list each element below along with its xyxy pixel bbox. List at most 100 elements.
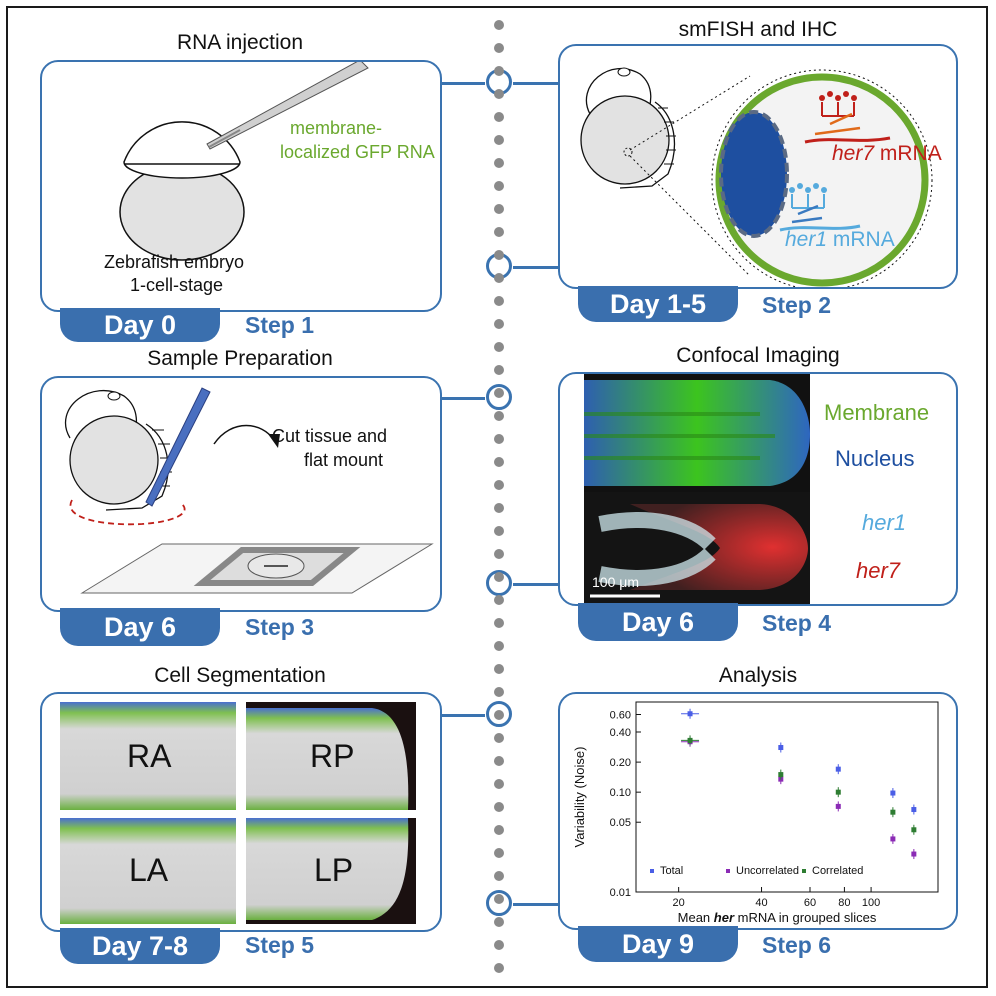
step4-title: Confocal Imaging: [676, 344, 840, 367]
timeline-dot: [494, 963, 504, 973]
data-point-correlated: [835, 789, 841, 795]
rna-injection-illustration: [119, 62, 369, 261]
timeline-dot: [494, 687, 504, 697]
timeline-dot: [494, 20, 504, 30]
y-tick-label: 0.40: [610, 727, 631, 739]
smfish-illustration: [580, 67, 933, 287]
timeline-dot: [494, 365, 504, 375]
step2-label: Step 2: [762, 292, 832, 318]
timeline-dot: [494, 388, 504, 398]
quadrant-rp: RP: [310, 738, 355, 774]
timeline-dot: [494, 526, 504, 536]
y-tick-label: 0.10: [610, 787, 631, 799]
x-tick-label: 20: [673, 897, 685, 909]
timeline-dot: [494, 89, 504, 99]
timeline-dot: [494, 112, 504, 122]
step2-title: smFISH and IHC: [678, 18, 838, 41]
x-axis-label: Mean her mRNA in grouped slices: [678, 910, 877, 925]
membrane-label: Membrane: [824, 400, 930, 425]
quadrant-la: LA: [129, 852, 169, 888]
her1-label: her1: [862, 510, 907, 535]
timeline-dot: [494, 342, 504, 352]
legend-label-uncorrelated: Uncorrelated: [736, 865, 799, 877]
y-axis-label: Variability (Noise): [572, 747, 587, 848]
y-tick-label: 0.20: [610, 757, 631, 769]
connector-step2-bottom: [513, 266, 558, 269]
timeline-dot: [494, 779, 504, 789]
timeline-dot: [494, 825, 504, 835]
step1-title: RNA injection: [176, 31, 304, 54]
data-point-uncorrelated: [890, 836, 896, 842]
connector-step3: [440, 397, 485, 400]
data-point-total: [778, 745, 784, 751]
step1-label: Step 1: [245, 312, 315, 338]
segmentation-image: [60, 702, 416, 924]
x-tick-label: 80: [838, 897, 850, 909]
timeline-dot: [494, 319, 504, 329]
timeline-dot: [494, 411, 504, 421]
step4-label: Step 4: [762, 610, 832, 636]
data-point-total: [911, 807, 917, 813]
timeline-dot: [494, 480, 504, 490]
step5-title: Cell Segmentation: [154, 664, 326, 687]
timeline-dot: [494, 273, 504, 283]
timeline-dot: [494, 710, 504, 720]
y-tick-label: 0.05: [610, 817, 631, 829]
quadrant-ra: RA: [127, 738, 172, 774]
timeline-dot: [494, 434, 504, 444]
timeline-dot: [494, 66, 504, 76]
data-point-correlated: [778, 772, 784, 778]
connector-step2-top: [513, 82, 558, 85]
data-point-uncorrelated: [911, 851, 917, 857]
timeline-dot: [494, 917, 504, 927]
connector-step5: [440, 714, 485, 717]
rna-label-line1: membrane-: [290, 118, 383, 138]
timeline-dot: [494, 457, 504, 467]
timeline-dot: [494, 848, 504, 858]
timeline-dot: [494, 756, 504, 766]
data-point-correlated: [890, 809, 896, 815]
timeline-dot: [494, 549, 504, 559]
legend-label-correlated: Correlated: [812, 865, 863, 877]
nucleus-label: Nucleus: [835, 446, 915, 471]
confocal-image: [584, 374, 810, 604]
timeline-dot: [494, 802, 504, 812]
timeline-dot: [494, 664, 504, 674]
scale-bar-label: 100 μm: [592, 574, 639, 590]
timeline-dot: [494, 940, 504, 950]
connector-step1: [440, 82, 485, 85]
timeline-dot: [494, 618, 504, 628]
data-point-total: [890, 790, 896, 796]
legend-marker-total: [650, 869, 654, 873]
timeline-dot: [494, 250, 504, 260]
step3-title: Sample Preparation: [147, 347, 333, 370]
step3-label: Step 3: [245, 614, 315, 640]
quadrant-lp: LP: [314, 852, 354, 888]
timeline-dot: [494, 503, 504, 513]
her1-mrna-label: her1 mRNA: [785, 228, 895, 251]
connector-step4: [513, 583, 558, 586]
step1-panel: membrane- localized GFP RNA Zebrafish em…: [40, 60, 442, 312]
timeline-dot: [494, 572, 504, 582]
rna-label-line2: localized GFP RNA: [280, 142, 435, 162]
y-tick-label: 0.01: [610, 887, 631, 899]
timeline-dot: [494, 181, 504, 191]
timeline-dot: [494, 204, 504, 214]
timeline-dot: [494, 135, 504, 145]
step5-panel: RA RP LA LP: [40, 692, 442, 932]
step6-title: Analysis: [718, 664, 798, 687]
day-tab-step4: Day 6: [578, 603, 738, 641]
timeline-dot: [494, 641, 504, 651]
cut-label-line2: flat mount: [304, 450, 384, 470]
timeline-dot: [494, 894, 504, 904]
data-point-uncorrelated: [835, 803, 841, 809]
x-tick-label: 40: [755, 897, 767, 909]
connector-step6: [513, 903, 558, 906]
data-point-total: [835, 766, 841, 772]
figure-frame: [6, 6, 988, 988]
day-tab-step3: Day 6: [60, 608, 220, 646]
day-tab-step6: Day 9: [578, 926, 738, 962]
embryo-label-line1: Zebrafish embryo: [104, 252, 245, 272]
step4-panel: 100 μm Membrane Nucleus her1 her7: [558, 372, 958, 606]
